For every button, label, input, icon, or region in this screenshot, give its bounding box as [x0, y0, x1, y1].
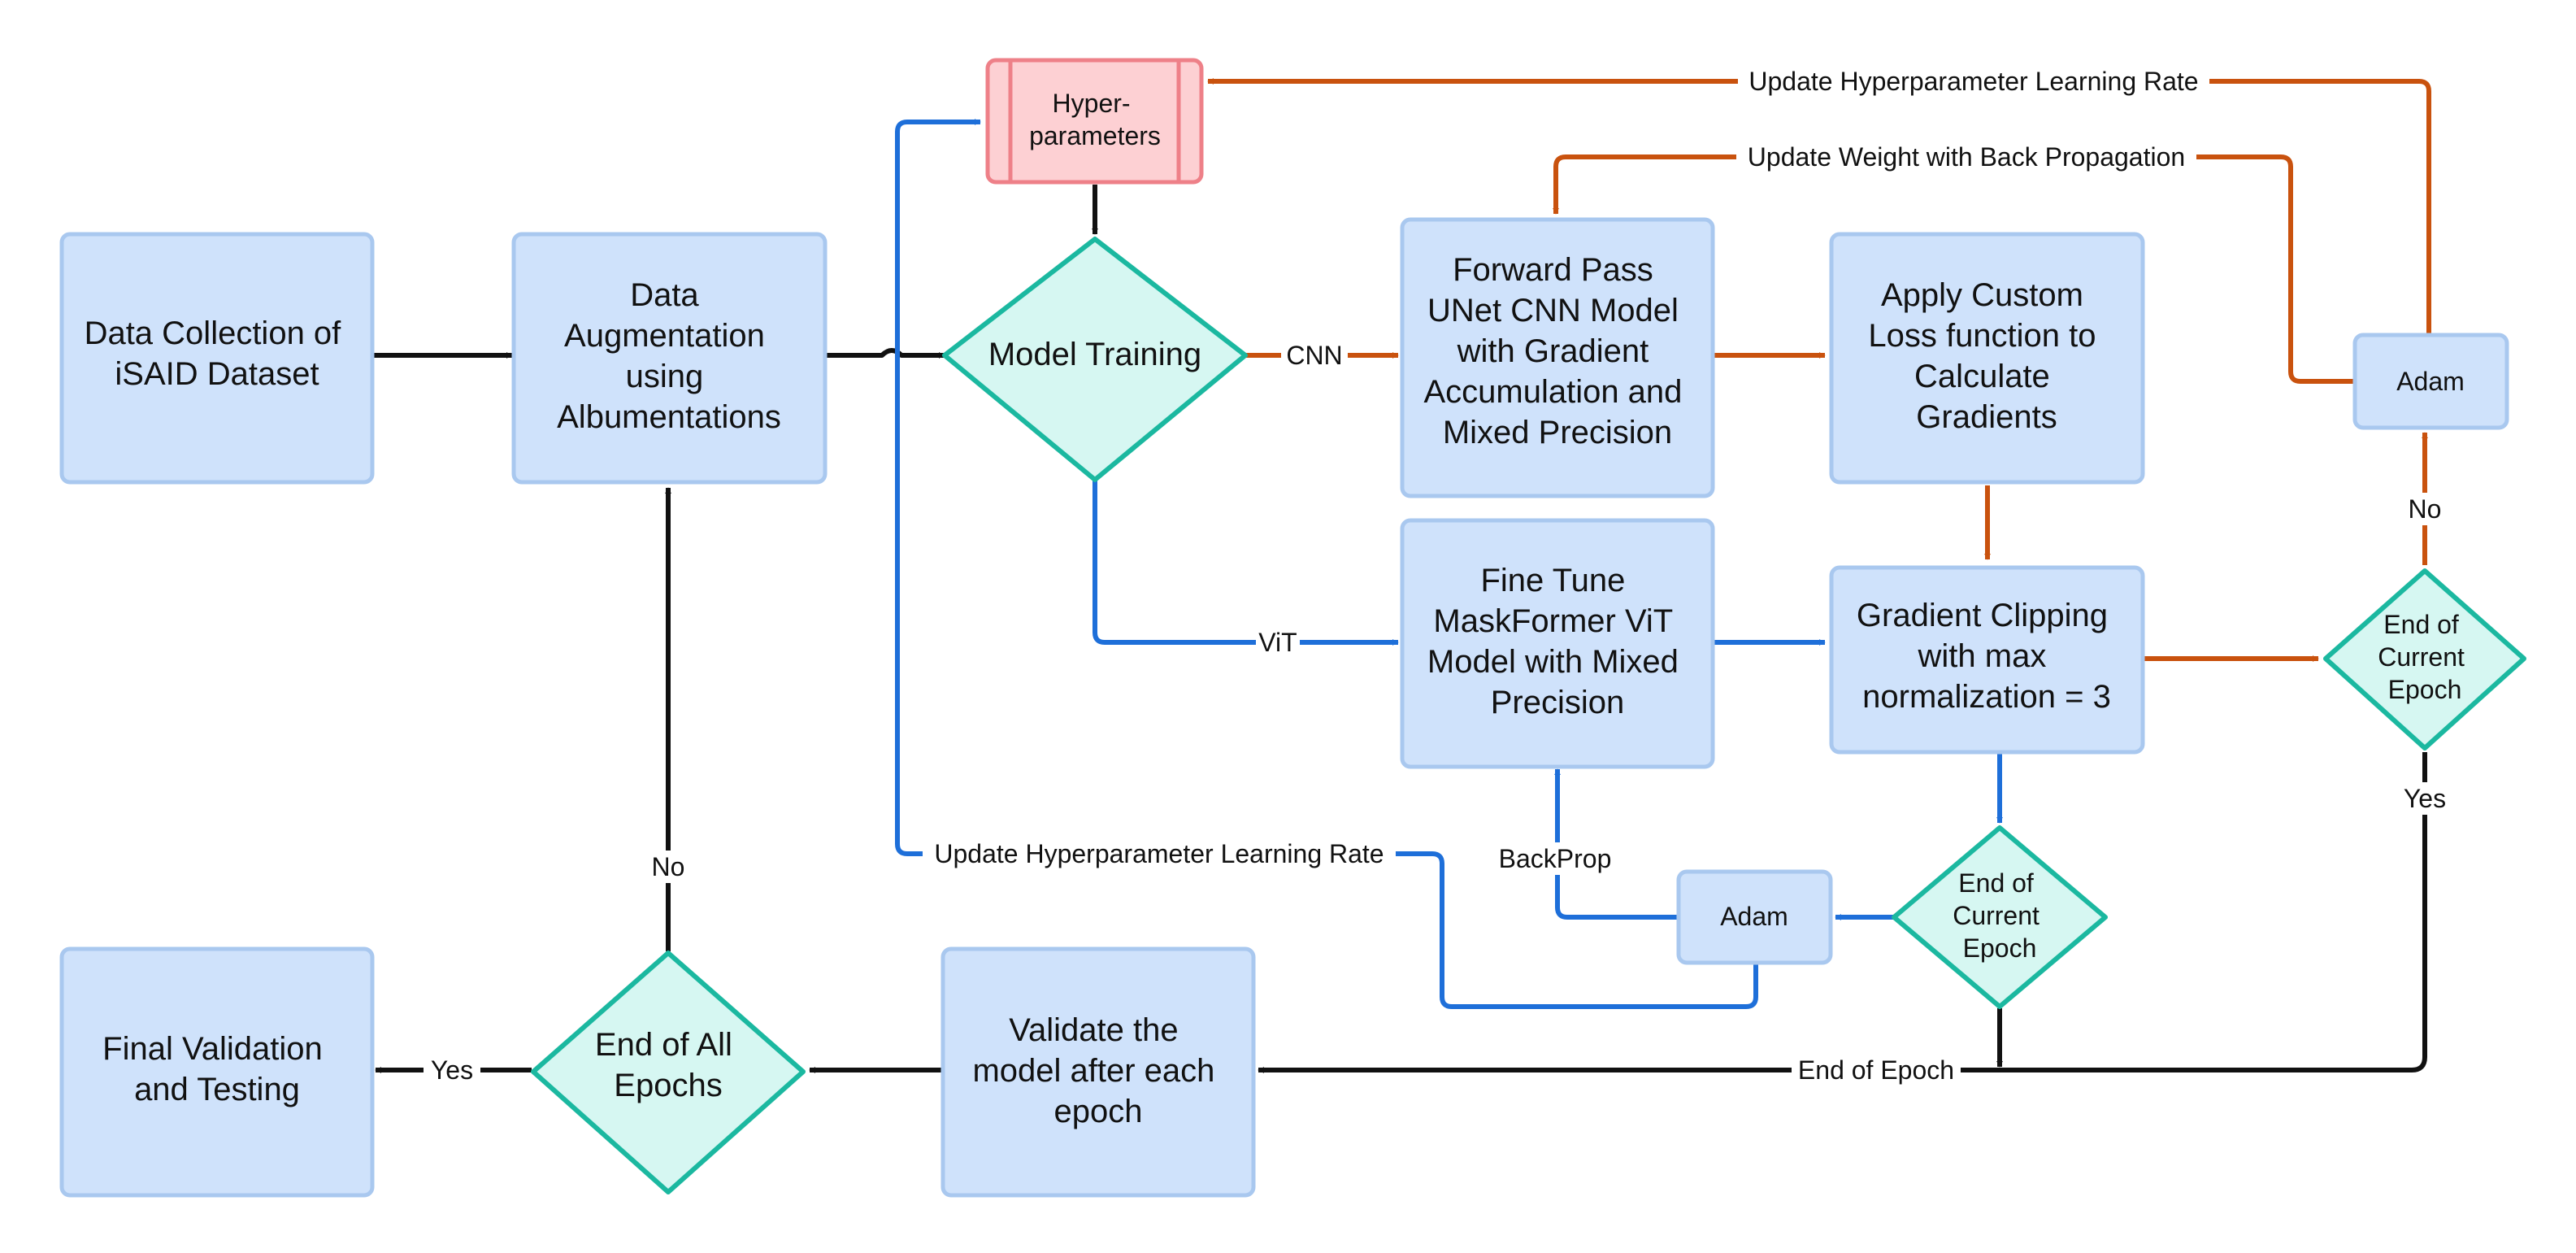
- label-end-of-epoch: End of Epoch: [1798, 1055, 1954, 1085]
- svg-text:Data Augmentation: Data Augmentation using Albumentations: [557, 277, 781, 435]
- node-validate-model: Validate the model after each epoch: [940, 946, 1256, 1198]
- svg-text:Final Validation and T: Final Validation and Testing: [102, 1031, 332, 1107]
- svg-text:Validate the model aft: Validate the model after each epoch: [972, 1012, 1223, 1129]
- node-custom-loss-line: Calculate: [1914, 359, 2050, 394]
- edge-right-epoch-yes: [1258, 752, 2427, 1073]
- node-hyperparameters: Hyper- parameters: [985, 58, 1204, 185]
- label-update-lr-bottom: Update Hyperparameter Learning Rate: [934, 839, 1384, 868]
- node-end-epoch-mid-line: Current: [1953, 901, 2040, 930]
- svg-text:End of Current: End of Current Epoch: [1953, 868, 2047, 963]
- svg-text:Gradient Clipping with: Gradient Clipping with max normalization…: [1857, 598, 2117, 715]
- svg-text:End of All Epochs: End of All Epochs: [595, 1027, 741, 1103]
- node-final-validation-line: and Testing: [134, 1072, 300, 1107]
- node-data-augmentation: Data Augmentation using Albumentations: [511, 232, 828, 485]
- label-yes-left: Yes: [431, 1055, 473, 1085]
- label-yes-right: Yes: [2404, 784, 2446, 813]
- label-backprop: BackProp: [1499, 844, 1612, 873]
- label-no-right: No: [2409, 494, 2442, 524]
- node-model-training-line: Model Training: [988, 337, 1201, 372]
- svg-text:Fine Tune MaskFormer V: Fine Tune MaskFormer ViT Model with Mixe…: [1427, 563, 1688, 720]
- node-validate-model-line: Validate the: [1009, 1012, 1178, 1048]
- node-gradient-clipping-line: normalization = 3: [1862, 679, 2111, 715]
- edge-labels: CNN ViT Update Hyperparameter Learning R…: [424, 65, 2453, 1086]
- label-update-weight: Update Weight with Back Propagation: [1748, 142, 2185, 172]
- svg-text:Apply Custom Loss func: Apply Custom Loss function to Calculate …: [1868, 277, 2105, 435]
- node-end-epoch-mid-line: End of: [1958, 868, 2034, 898]
- node-validate-model-line: model after each: [972, 1053, 1214, 1089]
- node-fine-tune-line: Model with Mixed: [1427, 644, 1679, 680]
- node-data-collection-line: Data Collection of: [85, 315, 342, 351]
- node-fine-tune-line: Fine Tune: [1480, 563, 1625, 598]
- svg-text:Adam: Adam: [1720, 902, 1788, 931]
- node-adam-top-line: Adam: [2396, 367, 2465, 396]
- node-end-epoch-mid: End of Current Epoch: [1892, 825, 2108, 1009]
- node-fine-tune-line: MaskFormer ViT: [1433, 603, 1672, 639]
- edge-adam-backprop: [1554, 768, 1677, 920]
- edge-training-vit: [1093, 480, 1399, 646]
- node-forward-pass-line: Forward Pass: [1453, 252, 1653, 288]
- edge-augmentation-to-training: [825, 348, 945, 359]
- node-end-all-epochs: End of All Epochs: [531, 951, 806, 1194]
- edges: [372, 78, 2431, 1073]
- node-end-epoch-right: End of Current Epoch: [2323, 568, 2526, 750]
- node-data-augmentation-line: using: [626, 359, 704, 394]
- node-end-all-epochs-line: End of All: [595, 1027, 732, 1063]
- node-data-augmentation-line: Data: [630, 277, 699, 313]
- node-adam-bottom: Adam: [1676, 869, 1833, 965]
- node-custom-loss: Apply Custom Loss function to Calculate …: [1829, 232, 2145, 485]
- node-fine-tune-line: Precision: [1491, 685, 1625, 720]
- node-forward-pass-line: Mixed Precision: [1443, 415, 1672, 450]
- node-fine-tune: Fine Tune MaskFormer ViT Model with Mixe…: [1400, 518, 1715, 769]
- edge-adam-update-weight: [1553, 154, 2353, 384]
- label-vit: ViT: [1258, 628, 1297, 657]
- node-forward-pass-line: Accumulation and: [1423, 374, 1682, 410]
- node-gradient-clipping: Gradient Clipping with max normalization…: [1829, 565, 2145, 755]
- node-data-collection-line: iSAID Dataset: [115, 356, 319, 392]
- label-no-left: No: [652, 852, 685, 881]
- node-end-epoch-right-line: End of: [2383, 610, 2459, 639]
- node-hyperparameters-line: parameters: [1029, 121, 1161, 150]
- label-cnn: CNN: [1286, 341, 1342, 370]
- node-gradient-clipping-line: Gradient Clipping: [1857, 598, 2108, 633]
- label-update-lr-top: Update Hyperparameter Learning Rate: [1748, 67, 2198, 96]
- node-data-augmentation-line: Augmentation: [564, 318, 765, 354]
- node-custom-loss-line: Gradients: [1916, 399, 2057, 435]
- node-hyperparameters-line: Hyper-: [1053, 89, 1131, 118]
- edge-adam-update-lr: [895, 119, 1758, 1009]
- node-final-validation-line: Final Validation: [102, 1031, 323, 1067]
- node-gradient-clipping-line: with max: [1918, 638, 2047, 674]
- node-final-validation: Final Validation and Testing: [59, 946, 375, 1198]
- node-model-training: Model Training: [942, 237, 1248, 482]
- node-data-collection: Data Collection of iSAID Dataset: [59, 232, 375, 485]
- node-end-epoch-right-line: Epoch: [2388, 675, 2462, 704]
- node-end-epoch-mid-line: Epoch: [1963, 933, 2037, 963]
- edge-adam-update-lr-top: [1207, 78, 2431, 333]
- svg-text:Data Collection of iSA: Data Collection of iSAID Dataset: [85, 315, 350, 392]
- svg-text:Model Training: Model Training: [988, 337, 1201, 372]
- node-forward-pass-line: UNet CNN Model: [1427, 293, 1679, 328]
- svg-text:Hyper- parameters: Hyper- parameters: [1029, 89, 1161, 150]
- node-custom-loss-line: Loss function to: [1868, 318, 2096, 354]
- node-adam-top: Adam: [2352, 333, 2509, 430]
- nodes: Data Collection of iSAID Dataset Data Au…: [59, 58, 2526, 1198]
- node-adam-bottom-line: Adam: [1720, 902, 1788, 931]
- node-end-epoch-right-line: Current: [2378, 642, 2465, 672]
- node-custom-loss-line: Apply Custom: [1881, 277, 2083, 313]
- node-forward-pass-line: with Gradient: [1457, 333, 1649, 369]
- node-validate-model-line: epoch: [1054, 1094, 1143, 1129]
- svg-text:Forward Pass UNet CNN: Forward Pass UNet CNN Model with Gradien…: [1423, 252, 1691, 450]
- svg-text:End of Current: End of Current Epoch: [2378, 610, 2472, 704]
- node-data-augmentation-line: Albumentations: [557, 399, 781, 435]
- svg-text:Adam: Adam: [2396, 367, 2465, 396]
- node-forward-pass: Forward Pass UNet CNN Model with Gradien…: [1400, 217, 1715, 498]
- node-end-all-epochs-line: Epochs: [614, 1068, 722, 1103]
